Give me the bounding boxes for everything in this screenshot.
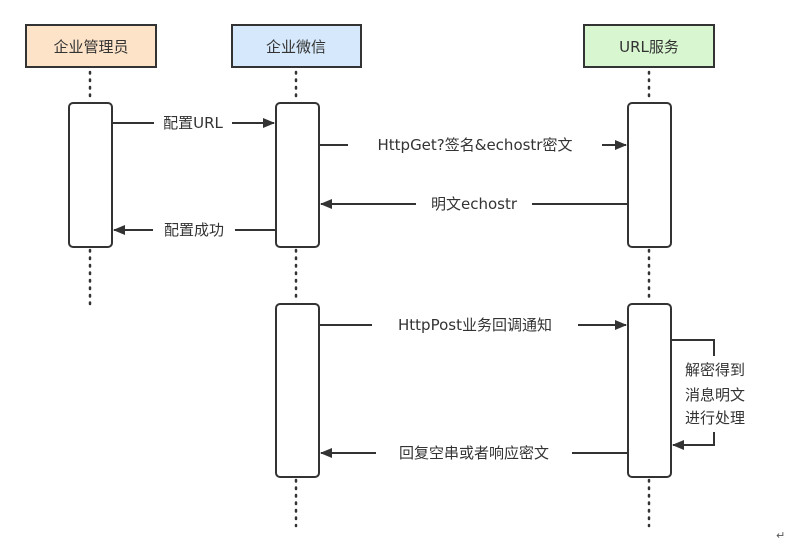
message-label: 回复空串或者响应密文 [399,444,549,462]
participant-admin-label: 企业管理员 [53,38,128,56]
lifelines [88,70,651,528]
participant-url-label: URL服务 [619,38,679,56]
activation-wechat-2 [275,303,320,478]
message-label: HttpPost业务回调通知 [398,316,552,334]
paragraph-mark: ↵ [776,529,785,542]
note-line-2: 消息明文 [685,386,745,404]
activation-url-1 [627,102,672,248]
message-plaintext-echostr: 明文echostr [320,193,628,215]
note-line-1: 解密得到 [685,361,745,379]
note-line-3: 进行处理 [685,409,745,427]
message-configure-success: 配置成功 [113,219,276,241]
activation-wechat-1 [275,102,320,248]
message-httppost-callback: HttpPost业务回调通知 [319,314,627,336]
activations [68,102,672,478]
participant-admin: 企业管理员 [25,24,157,68]
message-label: 配置URL [163,114,223,132]
activation-url-2 [627,303,672,478]
activation-admin [68,102,113,248]
participant-wechat: 企业微信 [231,24,362,68]
message-reply-response: 回复空串或者响应密文 [320,442,628,464]
message-label: HttpGet?签名&echostr密文 [378,136,573,154]
participant-wechat-label: 企业微信 [266,38,326,56]
message-httpget: HttpGet?签名&echostr密文 [319,134,627,156]
message-label: 明文echostr [431,195,518,213]
message-label: 配置成功 [164,221,224,239]
message-configure-url: 配置URL [112,112,275,134]
self-call-loop: 解密得到 消息明文 进行处理 [671,339,758,450]
participant-url: URL服务 [583,24,715,68]
